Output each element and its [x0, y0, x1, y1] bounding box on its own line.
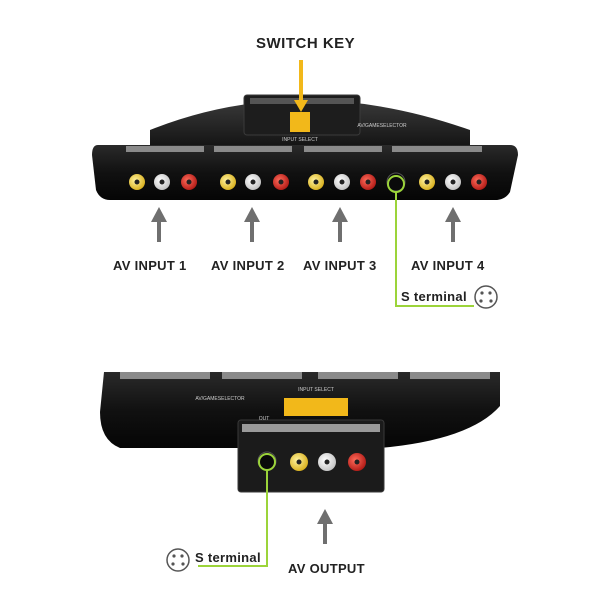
model-print: AV/GAMESELECTOR [357, 123, 407, 129]
arrow-input-4 [445, 207, 461, 242]
s-terminal-callout-top [387, 175, 498, 309]
s-terminal-callout-bottom [166, 453, 276, 572]
av-input-3-label: AV INPUT 3 [303, 258, 377, 273]
s-video-icon [474, 285, 498, 309]
switch-key-label: SWITCH KEY [256, 35, 356, 52]
av-input-1-label: AV INPUT 1 [113, 258, 187, 273]
svg-text:INPUT SELECT: INPUT SELECT [298, 387, 334, 393]
s-video-icon [166, 548, 190, 572]
av-input-4-label: AV INPUT 4 [411, 258, 485, 273]
output-arrow [317, 509, 333, 544]
input-jacks [129, 172, 487, 192]
model-print-bottom: AV/GAMESELECTOR [195, 396, 245, 402]
svg-text:OUT: OUT [259, 416, 270, 422]
input-select-print: INPUT SELECT [282, 137, 318, 143]
top-device: INPUT SELECT AV/GAMESELECTOR [92, 94, 518, 200]
arrow-input-1 [151, 207, 167, 242]
av-input-2-label: AV INPUT 2 [211, 258, 285, 273]
s-terminal-label-top: S terminal [401, 289, 467, 304]
switch-key-arrow [294, 60, 308, 112]
bottom-device: AV/GAMESELECTOR INPUT SELECT OUT [100, 372, 500, 493]
switch-key [290, 112, 310, 132]
input-arrows [151, 207, 461, 242]
s-terminal-label-bottom: S terminal [195, 550, 261, 565]
arrow-input-3 [332, 207, 348, 242]
av-output-label: AV OUTPUT [288, 561, 365, 576]
arrow-input-2 [244, 207, 260, 242]
